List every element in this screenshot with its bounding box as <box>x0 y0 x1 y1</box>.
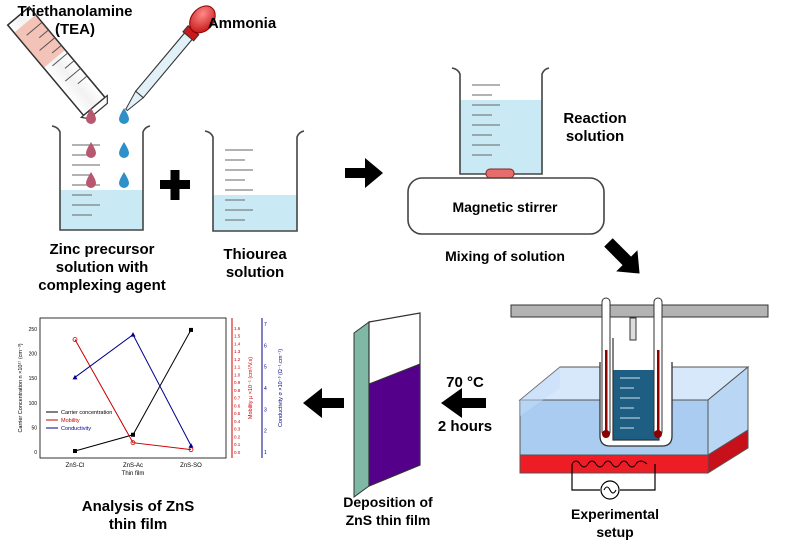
magnetic-stirrer-icon <box>407 177 605 235</box>
deposition-label: Deposition of ZnS thin film <box>318 493 458 529</box>
ammonia-label: Ammonia <box>207 15 277 32</box>
mid-tick-label: 1.5 <box>234 334 241 339</box>
temperature-label: 70 °C <box>446 374 484 391</box>
zinc-label-line2: solution with <box>55 259 149 276</box>
arrow-left-icon-2 <box>303 388 344 418</box>
left-tick-label: 200 <box>29 352 38 358</box>
data-point <box>130 332 136 337</box>
mixing-label: Mixing of solution <box>445 248 565 264</box>
analysis-label-line2: thin film <box>108 516 168 533</box>
reaction-label-line1: Reaction <box>563 110 627 127</box>
right-tick-label: 6 <box>264 343 267 349</box>
right-tick-label: 5 <box>264 365 267 371</box>
mid-tick-label: 0.8 <box>234 388 241 393</box>
experimental-label-line1: Experimental <box>571 506 659 522</box>
mid-tick-label: 0.3 <box>234 427 241 432</box>
deposition-label-line1: Deposition of <box>343 494 433 510</box>
experimental-setup-icon <box>510 297 769 500</box>
arrow-left-icon <box>441 388 486 418</box>
data-point <box>131 432 135 437</box>
left-tick-label: 0 <box>34 450 37 456</box>
data-point <box>188 447 194 453</box>
mid-tick-label: 0.2 <box>234 434 241 439</box>
left-tick-label: 100 <box>29 401 38 407</box>
left-axis-title: Carrier Concentration n ×10¹⁷ (cm⁻³) <box>17 343 24 432</box>
experimental-setup-label: Experimental setup <box>550 505 680 541</box>
right-tick-label: 7 <box>264 322 267 328</box>
mid-tick-label: 1.1 <box>234 365 241 370</box>
right-tick-label: 3 <box>264 407 267 413</box>
mid-tick-label: 1.6 <box>234 326 241 331</box>
right-tick-label: 2 <box>264 429 267 435</box>
deposition-label-line2: ZnS thin film <box>345 512 431 528</box>
reaction-label-line2: solution <box>565 128 625 145</box>
zinc-precursor-label: Zinc precursor solution with complexing … <box>22 241 182 295</box>
left-tick-label: 50 <box>31 425 37 431</box>
reaction-solution-label: Reaction solution <box>550 110 640 146</box>
mid-tick-label: 0.1 <box>234 442 241 447</box>
arrow-down-right-icon <box>604 238 640 274</box>
arrow-right-icon <box>345 158 383 188</box>
analysis-chart: ZnS-Cl ZnS-Ac ZnS-SO Thin film 0 50 100 150 200 2… <box>17 317 284 477</box>
legend-label: Conductivity <box>61 426 91 432</box>
thiourea-label-line2: solution <box>225 264 285 281</box>
data-point <box>72 337 78 342</box>
duration-label: 2 hours <box>437 418 493 435</box>
x-tick-label: ZnS-SO <box>180 463 202 469</box>
right-tick-label: 1 <box>264 450 267 456</box>
data-point <box>72 374 78 380</box>
mid-tick-label: 0.6 <box>234 403 241 408</box>
magnetic-stirrer-label: Magnetic stirrer <box>452 199 558 215</box>
thiourea-label: Thiourea solution <box>200 246 310 282</box>
ammonia-drop-icon <box>119 108 129 124</box>
left-tick-label: 150 <box>29 376 38 382</box>
tea-label-line1: Triethanolamine <box>17 3 133 20</box>
mid-tick-label: 1.0 <box>234 372 241 377</box>
zinc-label-line1: Zinc precursor <box>49 241 155 258</box>
right-tick-label: 4 <box>264 386 267 392</box>
mid-tick-label: 0.4 <box>234 419 241 424</box>
mid-tick-label: 0.0 <box>234 450 241 455</box>
tea-cylinder-icon <box>6 6 108 120</box>
analysis-label: Analysis of ZnS thin film <box>58 498 218 534</box>
mid-tick-label: 0.5 <box>234 411 241 416</box>
left-tick-label: 250 <box>29 327 38 333</box>
analysis-label-line1: Analysis of ZnS <box>81 498 195 515</box>
thiourea-beaker-icon <box>204 130 305 232</box>
zns-film-slide-icon <box>353 312 421 498</box>
mid-axis-title: Mobility µ ×10⁻¹ (cm²/V.s) <box>248 357 254 419</box>
x-tick-label: ZnS-Cl <box>66 463 85 469</box>
data-point <box>73 449 77 454</box>
right-axis-title: Conductivity σ ×10⁻³ (Ω⁻¹.cm⁻¹) <box>278 349 284 427</box>
legend-label: Mobility <box>61 418 80 424</box>
mid-tick-label: 1.4 <box>234 341 241 346</box>
mid-tick-label: 1.3 <box>234 349 241 354</box>
series-line <box>74 339 192 451</box>
zinc-label-line3: complexing agent <box>38 277 166 294</box>
mid-tick-label: 1.2 <box>234 357 241 362</box>
data-point <box>130 440 136 446</box>
plus-icon <box>160 170 190 200</box>
experimental-label-line2: setup <box>596 524 634 540</box>
tea-drop-icon <box>86 108 96 124</box>
ammonia-pipette-icon <box>125 5 216 112</box>
mid-tick-label: 0.7 <box>234 396 241 401</box>
zinc-precursor-beaker-icon <box>51 125 151 231</box>
reaction-beaker-icon <box>451 67 550 179</box>
mid-tick-label: 0.9 <box>234 380 241 385</box>
data-point <box>188 443 194 448</box>
x-tick-label: ZnS-Ac <box>123 463 143 469</box>
legend-label: Carrier concentration <box>61 410 112 416</box>
x-axis-label: Thin film <box>122 471 145 477</box>
data-point <box>189 327 193 332</box>
tea-label: Triethanolamine (TEA) <box>0 3 150 39</box>
thiourea-label-line1: Thiourea <box>223 246 287 263</box>
chart-plot-area <box>39 317 227 459</box>
tea-label-line2: (TEA) <box>55 21 95 38</box>
